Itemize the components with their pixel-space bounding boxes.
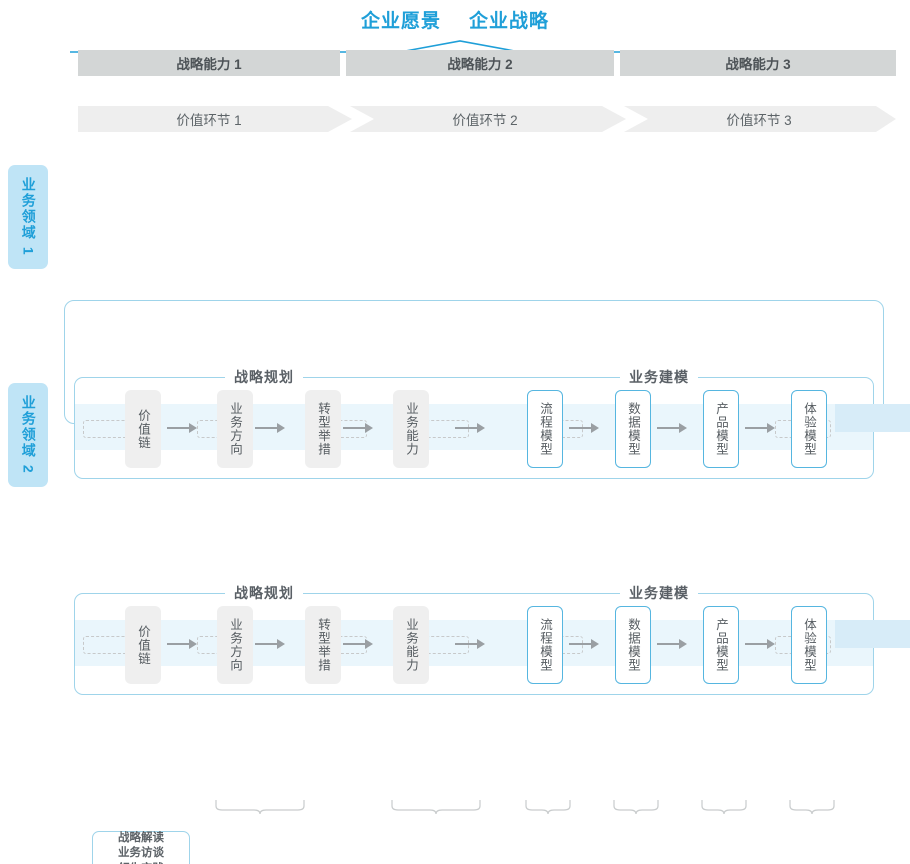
node-label: 价值链	[136, 624, 150, 666]
connector-arrow	[255, 639, 285, 649]
annotation-line-3: 领先实践	[118, 862, 164, 864]
node-transformation-measures-1[interactable]: 转型举措	[305, 390, 341, 468]
value-bar: 价值环节 1 价值环节 2 价值环节 3	[78, 106, 896, 132]
section-title-planning-2: 战略规划	[225, 583, 303, 603]
connector-arrow	[255, 423, 285, 433]
node-label: 业务能力	[404, 402, 418, 456]
node-experience-model-2[interactable]: 体验模型	[791, 606, 827, 684]
domain-row-2: 战略规划 业务建模 价值链 业务方向 转型举措 业务能力 流程模型 数据模型 产…	[74, 583, 910, 695]
value-bar-shape	[78, 106, 896, 132]
node-process-model-2[interactable]: 流程模型	[527, 606, 563, 684]
node-label: 业务方向	[228, 618, 242, 672]
connector-arrow	[745, 423, 775, 433]
node-label: 体验模型	[802, 402, 816, 456]
node-label: 转型举措	[316, 618, 330, 672]
node-product-model-1[interactable]: 产品模型	[703, 390, 739, 468]
annotation-brackets	[215, 800, 835, 815]
domain-row-1: 战略规划 业务建模 价值链 业务方向 转型举措 业务能力 流程模型 数据模型 产…	[74, 367, 910, 479]
node-label: 产品模型	[714, 618, 728, 672]
capability-cell-3: 战略能力 3	[620, 50, 896, 76]
diagram-canvas: 企业愿景 企业战略 战略能力 1 战略能力 2 战略能力 3 价值环节 1 价值…	[0, 6, 910, 864]
value-cell-3: 价值环节 3	[726, 113, 792, 128]
node-experience-model-1[interactable]: 体验模型	[791, 390, 827, 468]
sidebar-label-domain-1: 业务领域 1	[20, 177, 37, 257]
section-title-modeling-2: 业务建模	[620, 583, 698, 603]
node-label: 流程模型	[538, 402, 552, 456]
annotation-line-2: 业务访谈	[118, 847, 164, 860]
capability-cell-1: 战略能力 1	[78, 50, 340, 76]
sidebar-label-domain-2: 业务领域 2	[20, 395, 37, 475]
node-label: 体验模型	[802, 618, 816, 672]
node-label: 数据模型	[626, 618, 640, 672]
connector-arrow	[455, 639, 485, 649]
capability-cell-2: 战略能力 2	[346, 50, 614, 76]
connector-arrow	[657, 639, 687, 649]
title-enterprise-vision: 企业愿景	[360, 11, 441, 32]
sidebar-item-domain-1[interactable]: 业务领域 1	[8, 165, 48, 269]
value-cell-1: 价值环节 1	[176, 113, 242, 128]
node-data-model-1[interactable]: 数据模型	[615, 390, 651, 468]
node-value-chain-1[interactable]: 价值链	[125, 390, 161, 468]
node-transformation-measures-2[interactable]: 转型举措	[305, 606, 341, 684]
node-process-model-1[interactable]: 流程模型	[527, 390, 563, 468]
node-data-model-2[interactable]: 数据模型	[615, 606, 651, 684]
node-value-chain-2[interactable]: 价值链	[125, 606, 161, 684]
node-business-direction-1[interactable]: 业务方向	[217, 390, 253, 468]
connector-arrow	[569, 423, 599, 433]
node-business-direction-2[interactable]: 业务方向	[217, 606, 253, 684]
connector-arrow	[745, 639, 775, 649]
node-product-model-2[interactable]: 产品模型	[703, 606, 739, 684]
value-cell-2: 价值环节 2	[452, 113, 518, 128]
connector-arrow	[657, 423, 687, 433]
connector-arrow	[343, 423, 373, 433]
section-title-modeling-1: 业务建模	[620, 367, 698, 387]
connector-arrow	[455, 423, 485, 433]
connector-arrow	[167, 423, 197, 433]
node-business-capability-1[interactable]: 业务能力	[393, 390, 429, 468]
node-label: 转型举措	[316, 402, 330, 456]
section-title-planning-1: 战略规划	[225, 367, 303, 387]
connector-arrow	[569, 639, 599, 649]
annotation-line-1: 战略解读	[118, 832, 164, 845]
node-label: 流程模型	[538, 618, 552, 672]
connector-arrow	[167, 639, 197, 649]
annotation-box-strategy-inputs: 战略解读 业务访谈 领先实践	[92, 831, 190, 864]
title-enterprise-strategy: 企业战略	[469, 11, 550, 32]
capability-bar: 战略能力 1 战略能力 2 战略能力 3	[78, 50, 896, 76]
node-label: 业务方向	[228, 402, 242, 456]
node-business-capability-2[interactable]: 业务能力	[393, 606, 429, 684]
node-label: 产品模型	[714, 402, 728, 456]
connector-arrow	[343, 639, 373, 649]
node-label: 数据模型	[626, 402, 640, 456]
sidebar-item-domain-2[interactable]: 业务领域 2	[8, 383, 48, 487]
node-label: 业务能力	[404, 618, 418, 672]
node-label: 价值链	[136, 408, 150, 450]
top-titles: 企业愿景 企业战略	[0, 6, 910, 33]
